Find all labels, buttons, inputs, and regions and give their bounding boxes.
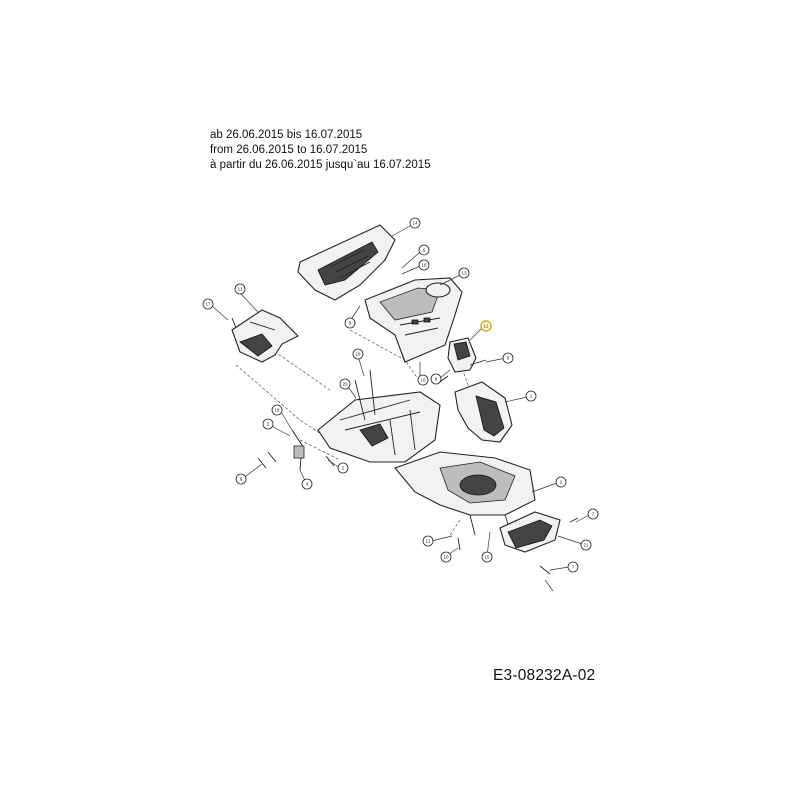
callout-balloon: 2: [555, 476, 567, 488]
svg-text:5: 5: [507, 356, 510, 361]
chassis-frame: [317, 369, 441, 463]
svg-text:17: 17: [205, 302, 211, 307]
callout-balloons: 14 6 18 13 9 11 17 10 12 5 8 20 1 19 18 …: [202, 217, 599, 573]
callout-balloon: 18: [418, 259, 430, 271]
callout-balloon: 17: [202, 298, 214, 310]
validity-header: ab 26.06.2015 bis 16.07.2015 from 26.06.…: [210, 128, 431, 173]
svg-text:12: 12: [483, 324, 489, 329]
svg-text:4: 4: [306, 482, 309, 487]
svg-text:2: 2: [560, 480, 563, 485]
svg-text:18: 18: [421, 263, 427, 268]
svg-text:14: 14: [412, 221, 418, 226]
callout-balloon: 13: [458, 267, 470, 279]
battery-box: [499, 511, 561, 553]
svg-text:8: 8: [435, 377, 438, 382]
callout-balloon: 18: [271, 404, 283, 416]
svg-text:20: 20: [342, 382, 348, 387]
callout-balloon: 5: [502, 352, 514, 364]
callout-balloon: 15: [481, 551, 493, 563]
svg-text:11: 11: [426, 539, 431, 544]
svg-text:1: 1: [530, 394, 533, 399]
callout-balloon: 10: [417, 374, 429, 386]
svg-text:21: 21: [583, 543, 589, 548]
callout-balloon: 10: [440, 551, 452, 563]
callout-balloon: 6: [418, 244, 430, 256]
callout-balloon: 7: [567, 561, 579, 573]
svg-text:13: 13: [461, 271, 467, 276]
document-id: E3-08232A-02: [493, 667, 596, 684]
callout-balloon: 9: [344, 317, 356, 329]
floor-pan: [394, 451, 536, 536]
callout-balloon: 4: [301, 478, 313, 490]
svg-text:11: 11: [238, 287, 243, 292]
svg-text:19: 19: [355, 352, 361, 357]
svg-text:3: 3: [267, 422, 270, 427]
svg-text:10: 10: [420, 378, 426, 383]
svg-text:2: 2: [342, 466, 345, 471]
svg-text:6: 6: [240, 477, 243, 482]
callout-balloon: 8: [430, 373, 442, 385]
callout-balloon: 3: [262, 418, 274, 430]
svg-text:10: 10: [443, 555, 449, 560]
svg-text:6: 6: [423, 248, 426, 253]
callout-balloon-highlighted: 12: [480, 320, 492, 332]
dashboard-console: [364, 277, 463, 363]
svg-text:18: 18: [274, 408, 280, 413]
svg-text:7: 7: [572, 565, 575, 570]
validity-line-french: à partir du 26.06.2015 jusqu`au 16.07.20…: [210, 159, 431, 171]
callout-balloon: 11: [234, 283, 246, 295]
svg-text:7: 7: [592, 512, 595, 517]
callout-balloon: 19: [352, 348, 364, 360]
leader-lines: [211, 225, 590, 592]
pedal-lever: [291, 429, 305, 471]
callout-balloon: 20: [339, 378, 351, 390]
front-fender-cover: [454, 381, 513, 443]
svg-text:15: 15: [484, 555, 490, 560]
callout-balloon: 14: [409, 217, 421, 229]
validity-line-german: ab 26.06.2015 bis 16.07.2015: [210, 129, 363, 141]
callout-balloon: 2: [337, 462, 349, 474]
callout-balloon: 6: [235, 473, 247, 485]
callout-balloon: 21: [580, 539, 592, 551]
dashboard-shroud: [297, 224, 396, 301]
callout-balloon: 11: [422, 535, 434, 547]
left-side-cover: [231, 309, 299, 363]
svg-text:9: 9: [349, 321, 352, 326]
callout-balloon: 7: [587, 508, 599, 520]
callout-balloon: 1: [525, 390, 537, 402]
validity-line-english: from 26.06.2015 to 16.07.2015: [210, 144, 368, 156]
steering-column-cover: [447, 337, 477, 373]
